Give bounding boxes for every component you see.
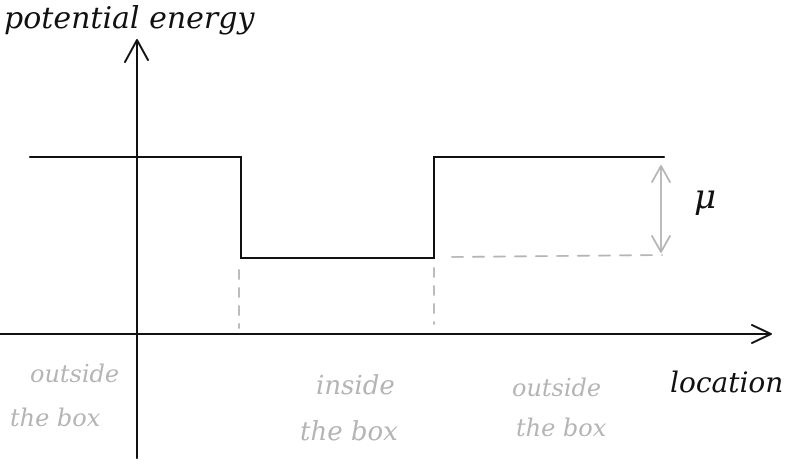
- x-axis-title: location: [670, 366, 783, 399]
- region-right-label-line2: the box: [516, 414, 607, 442]
- x-axis: [0, 324, 772, 344]
- y-axis: [124, 39, 149, 459]
- y-axis-title: potential energy: [4, 1, 255, 36]
- step-height-arrowhead-top: [651, 165, 671, 183]
- y-axis-arrowhead: [124, 39, 149, 63]
- region-middle-label-line1: inside: [316, 371, 395, 401]
- floor-level-dashed-guide: [451, 254, 663, 258]
- region-middle-label-line2: the box: [300, 417, 398, 447]
- dashed-guides: [238, 254, 663, 329]
- x-axis-arrowhead: [751, 324, 772, 344]
- potential-well-line: [29, 156, 665, 259]
- mu-label: μ: [694, 177, 716, 217]
- region-left-label-line1: outside: [30, 360, 119, 388]
- region-left-label-line2: the box: [10, 404, 101, 432]
- step-height-arrow: [651, 165, 671, 253]
- region-right-label-line1: outside: [512, 374, 601, 402]
- step-height-arrowhead-bottom: [651, 235, 671, 253]
